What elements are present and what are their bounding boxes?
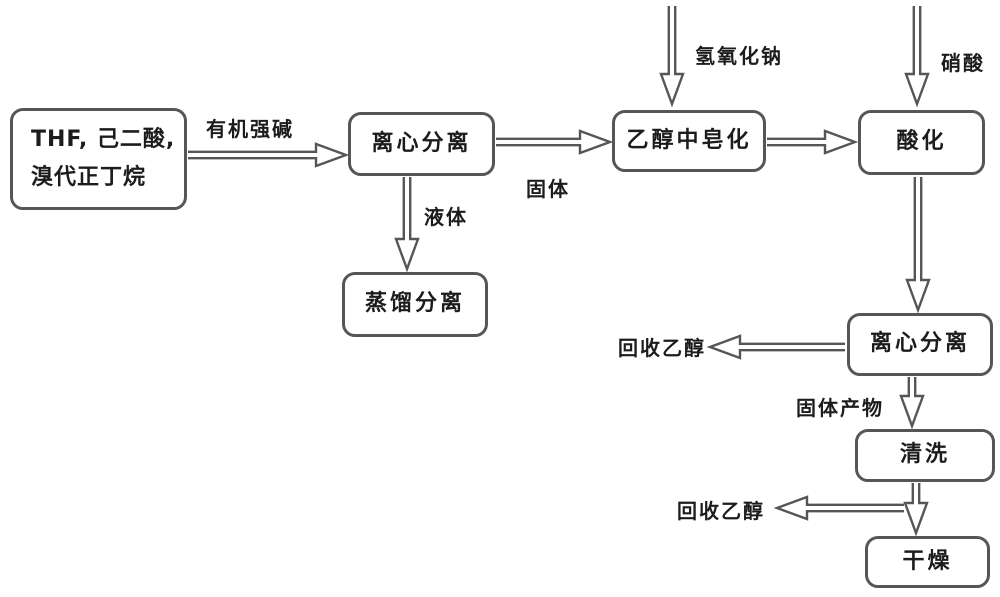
node-label-saponification: 乙醇中皂化 [626, 127, 752, 153]
label-sodium-hydroxide: 氢氧化钠 [695, 44, 783, 68]
label-organic-strong-base: 有机强碱 [206, 117, 294, 141]
label-recovered-ethanol-1: 回收乙醇 [618, 336, 706, 360]
arrow-raw-to-centrifuge1 [188, 142, 350, 168]
node-label-drying: 干燥 [902, 548, 953, 574]
arrow-centrifuge2-recover [706, 334, 845, 360]
node-distillation: 蒸馏分离 [342, 272, 488, 337]
node-label-centrifuge-1: 离心分离 [371, 130, 472, 156]
node-drying: 干燥 [865, 536, 990, 588]
arrow-centrifuge1-to-sapon [496, 129, 614, 155]
arrow-naoh-input [659, 6, 685, 108]
node-centrifuge-1: 离心分离 [348, 112, 495, 176]
arrow-wash-to-dry [903, 483, 929, 537]
node-saponification: 乙醇中皂化 [612, 110, 766, 172]
arrow-centrifuge1-to-dist [394, 177, 420, 273]
label-solid-product: 固体产物 [796, 396, 884, 420]
label-nitric-acid: 硝酸 [941, 51, 985, 75]
node-raw-materials: THF, 己二酸, 溴代正丁烷 [10, 108, 187, 210]
arrow-nitric-input [904, 6, 930, 108]
node-label-acidification: 酸化 [896, 129, 947, 155]
node-label-distillation: 蒸馏分离 [364, 291, 465, 317]
label-solid: 固体 [526, 177, 570, 201]
label-recovered-ethanol-2: 回收乙醇 [677, 499, 765, 523]
label-liquid: 液体 [424, 205, 468, 229]
node-washing: 清洗 [855, 429, 995, 482]
node-acidification: 酸化 [858, 110, 985, 175]
node-centrifuge-2: 离心分离 [847, 313, 993, 376]
arrow-acid-to-centrifuge2 [905, 177, 931, 314]
node-label-washing: 清洗 [899, 442, 950, 468]
node-label-raw-materials: THF, 己二酸, 溴代正丁烷 [31, 126, 176, 191]
arrow-wash-recover [773, 495, 904, 521]
arrow-sapon-to-acid [767, 129, 859, 155]
arrow-centrifuge2-to-wash [899, 377, 925, 430]
node-label-centrifuge-2: 离心分离 [869, 331, 970, 357]
